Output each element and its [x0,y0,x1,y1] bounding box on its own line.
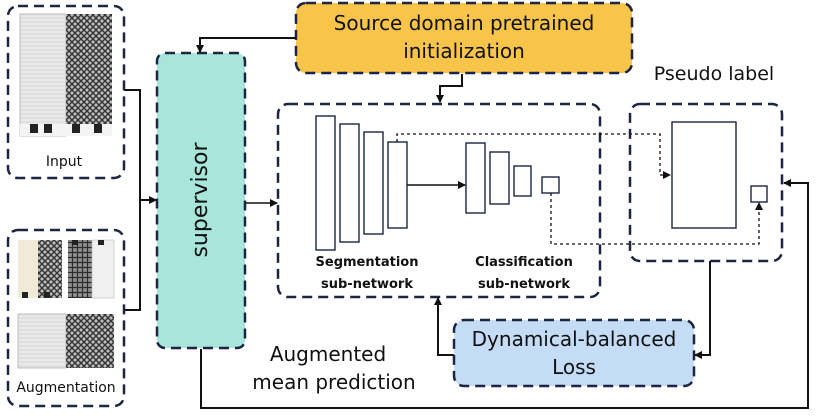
loss-to-network-arrow [434,297,454,356]
classification-layers [465,142,560,214]
augmentation-caption: Augmentation [16,380,115,396]
source-to-network-arrow [436,74,463,103]
panel-connectors [124,89,157,311]
source-to-supervisor-arrow [196,37,296,53]
pseudo-label-text: Pseudo label [654,63,774,85]
source-domain-line1: Source domain pretrained [334,11,595,35]
augmentation-panel: Augmentation [6,228,126,408]
input-panel: Input [6,4,126,180]
loss-line2: Loss [552,355,596,379]
segmentation-label-line2: sub-network [321,277,413,292]
cls-to-pseudo-dotted [550,193,763,245]
input-caption: Input [46,154,83,170]
source-domain-box: Source domain pretrained initialization [294,1,634,75]
pseudo-class-rect [750,185,768,203]
augmented-image-2 [68,239,115,299]
supervisor-block: supervisor [155,51,247,350]
augmented-image-3 [17,313,114,369]
classification-label-line2: sub-network [478,277,570,292]
seg-to-pseudo-dotted [396,133,671,179]
augmented-mean-line2: mean prediction [252,370,415,394]
input-fabric-image [19,13,112,137]
segmentation-label-line1: Segmentation [316,255,419,270]
supervisor-label: supervisor [188,142,213,258]
classification-label-line1: Classification [475,255,573,270]
augmented-image-1 [18,240,62,298]
loss-line1: Dynamical-balanced [472,327,677,351]
loss-box: Dynamical-balanced Loss [452,318,696,388]
source-domain-line2: initialization [403,39,525,63]
segmentation-layers [315,115,408,251]
supervisor-to-pseudo-arrow [200,179,809,409]
pseudo-label-box [628,102,784,263]
pseudo-to-loss-arrow [694,261,711,359]
augmented-mean-line1: Augmented [270,342,386,366]
network-box: Segmentation sub-network Classification … [276,102,602,299]
pseudo-mask-rect [671,121,737,229]
